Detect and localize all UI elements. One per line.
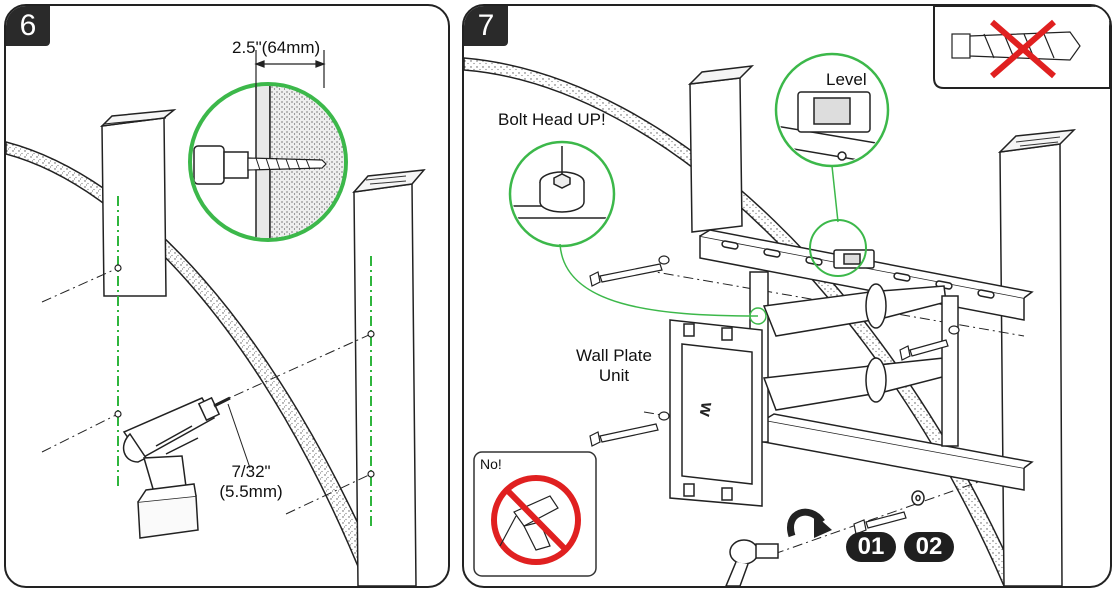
wall-plate-rail-bottom xyxy=(763,413,1034,491)
prohibited-drill-icon xyxy=(473,451,597,577)
step-6-illustration xyxy=(6,50,426,586)
drill-bit-size-inch: 7/32" xyxy=(231,462,271,481)
rotate-arrow-icon xyxy=(787,508,832,538)
drill-leader-line xyxy=(227,403,251,469)
lag-bolt-top-left xyxy=(589,255,670,287)
svg-text:ʍ: ʍ xyxy=(693,399,715,418)
part-number-02: 02 xyxy=(904,532,954,562)
level-icon xyxy=(833,249,875,269)
drywall-cutaway xyxy=(464,57,1021,586)
bolt-icon xyxy=(853,511,907,535)
step-number-badge: 7 xyxy=(464,6,508,46)
depth-dimension xyxy=(254,50,326,88)
pilot-hole-lines xyxy=(41,267,372,515)
anchor-crossed-icon xyxy=(933,6,1110,89)
level-label: Level xyxy=(826,70,867,89)
level-callout xyxy=(774,52,890,277)
drill-bit-size-label: 7/32" (5.5mm) xyxy=(206,462,296,501)
lag-bolt-right xyxy=(899,325,960,361)
depth-callout xyxy=(188,82,348,242)
step-6-panel: 6 2.5"(64mm) 7/32" (5.5mm) xyxy=(4,4,450,588)
lag-bolt-bottom-left xyxy=(589,411,670,447)
wall-plate-label-line2: Unit xyxy=(598,365,630,385)
bolt-head-callout xyxy=(508,140,767,325)
wall-stud-right xyxy=(997,129,1077,586)
drill-icon xyxy=(122,396,231,539)
stud-center-guides xyxy=(117,196,372,526)
wall-plate-unit: ʍ xyxy=(669,319,763,507)
wall-stud-left xyxy=(99,109,177,297)
wall-plate-label-line1: Wall Plate xyxy=(576,346,652,365)
ratchet-wrench-icon xyxy=(725,539,779,586)
step-7-panel: ʍ xyxy=(462,4,1112,588)
articulating-arm xyxy=(762,283,959,447)
no-power-drill-label: No! xyxy=(480,456,502,472)
drill-bit-size-mm: (5.5mm) xyxy=(219,481,283,501)
step-number-badge: 6 xyxy=(6,6,50,46)
pilot-hole-marks xyxy=(114,264,375,478)
wall-stud-center xyxy=(687,64,755,233)
step-7-illustration: ʍ xyxy=(464,6,1110,586)
wall-plate-unit-label: Wall Plate Unit xyxy=(564,346,664,385)
part-number-01: 01 xyxy=(846,532,896,562)
wall-stud-right xyxy=(352,169,426,586)
washer-icon xyxy=(911,490,925,506)
depth-label: 2.5"(64mm) xyxy=(232,38,321,57)
bolt-head-up-label: Bolt Head UP! xyxy=(498,110,606,129)
